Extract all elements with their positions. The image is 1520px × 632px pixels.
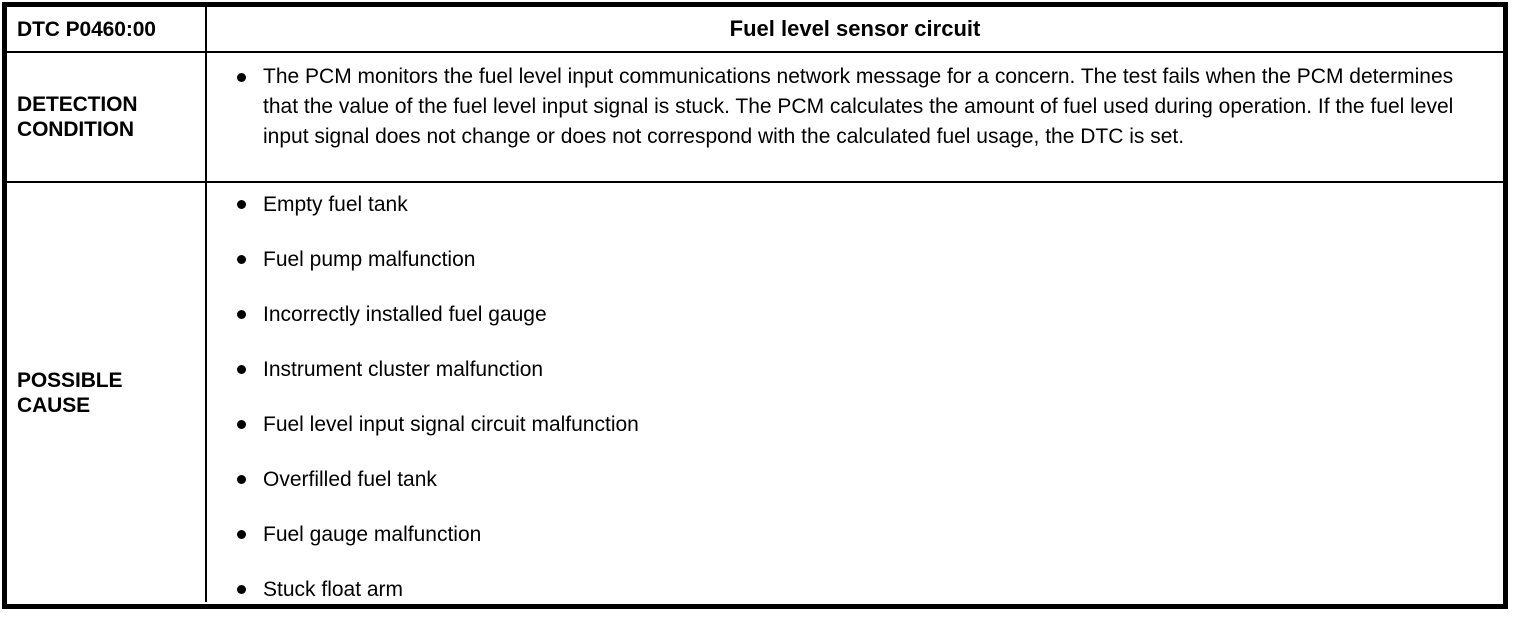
detection-condition-content: The PCM monitors the fuel level input co… xyxy=(205,53,1503,181)
bullet-dot-icon xyxy=(237,310,246,319)
bullet-dot-icon xyxy=(237,475,246,484)
possible-cause-row: POSSIBLE CAUSE Empty fuel tank Fuel pump… xyxy=(7,181,1503,602)
bullet-dot-icon xyxy=(237,530,246,539)
list-item-label: Fuel gauge malfunction xyxy=(263,523,482,546)
bullet-dot-icon xyxy=(237,200,246,209)
list-item: Empty fuel tank xyxy=(229,192,1503,247)
table-header-row: DTC P0460:00 Fuel level sensor circuit xyxy=(7,7,1503,51)
detection-condition-row: DETECTION CONDITION The PCM monitors the… xyxy=(7,51,1503,181)
list-item: Fuel pump malfunction xyxy=(229,247,1503,302)
detection-condition-label-line2: CONDITION xyxy=(17,118,134,141)
possible-cause-label-line1: POSSIBLE xyxy=(17,368,123,392)
list-item-label: Stuck float arm xyxy=(263,578,404,601)
list-item: Stuck float arm xyxy=(229,577,1503,632)
detection-condition-label-line1: DETECTION xyxy=(17,93,138,116)
detection-condition-paragraph: The PCM monitors the fuel level input co… xyxy=(263,65,1454,148)
list-item: Incorrectly installed fuel gauge xyxy=(229,302,1503,357)
detection-condition-bullet: The PCM monitors the fuel level input co… xyxy=(229,62,1465,152)
possible-cause-list: Empty fuel tank Fuel pump malfunction In… xyxy=(207,183,1503,632)
list-item-label: Empty fuel tank xyxy=(263,193,408,216)
list-item-label: Fuel level input signal circuit malfunct… xyxy=(263,413,639,436)
list-item-label: Instrument cluster malfunction xyxy=(263,358,544,381)
list-item: Fuel gauge malfunction xyxy=(229,522,1503,577)
bullet-dot-icon xyxy=(237,420,246,429)
list-item: Fuel level input signal circuit malfunct… xyxy=(229,412,1503,467)
list-item: Instrument cluster malfunction xyxy=(229,357,1503,412)
possible-cause-label-line2: CAUSE xyxy=(17,393,91,417)
dtc-diagnostic-table: DTC P0460:00 Fuel level sensor circuit D… xyxy=(2,2,1508,609)
detection-condition-label: DETECTION CONDITION xyxy=(7,53,205,181)
possible-cause-content: Empty fuel tank Fuel pump malfunction In… xyxy=(205,183,1503,602)
dtc-code-text: DTC P0460:00 xyxy=(17,17,156,41)
bullet-dot-icon xyxy=(237,73,246,82)
dtc-title-cell: Fuel level sensor circuit xyxy=(205,7,1503,51)
list-item-label: Overfilled fuel tank xyxy=(263,468,437,491)
bullet-dot-icon xyxy=(237,585,246,594)
possible-cause-label: POSSIBLE CAUSE xyxy=(7,183,205,602)
bullet-dot-icon xyxy=(237,365,246,374)
detection-condition-wrap: The PCM monitors the fuel level input co… xyxy=(207,53,1503,152)
dtc-code-cell: DTC P0460:00 xyxy=(7,7,205,51)
dtc-title-text: Fuel level sensor circuit xyxy=(729,16,981,41)
list-item: Overfilled fuel tank xyxy=(229,467,1503,522)
list-item-label: Incorrectly installed fuel gauge xyxy=(263,303,547,326)
bullet-dot-icon xyxy=(237,255,246,264)
list-item-label: Fuel pump malfunction xyxy=(263,248,476,271)
